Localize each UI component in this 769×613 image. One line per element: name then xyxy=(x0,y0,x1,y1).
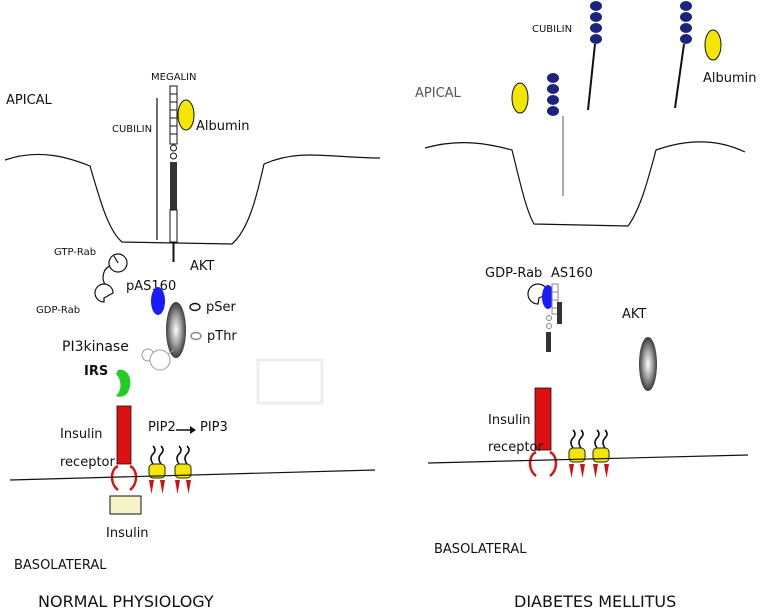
apical-label: APICAL xyxy=(6,93,53,108)
lipid-dm-2 xyxy=(592,429,610,479)
albumin-molecule-dm-1 xyxy=(511,82,529,114)
pthr-icon xyxy=(190,331,202,341)
as160-molecule xyxy=(542,285,554,309)
irs-molecule xyxy=(116,369,131,397)
rab-cycle-arrow xyxy=(102,265,111,287)
cubilin-label: CUBILIN xyxy=(112,124,152,135)
insulin-receptor-label-1: Insulin xyxy=(60,427,103,442)
as160-label: AS160 xyxy=(551,266,593,281)
basolateral-label: BASOLATERAL xyxy=(14,558,107,573)
cubilin-chain-3 xyxy=(547,73,564,196)
lipid-1 xyxy=(148,445,166,495)
insulin-receptor-label-dm-2: receptor xyxy=(488,440,544,455)
akt-label: AKT xyxy=(190,259,214,274)
akt-molecule xyxy=(166,302,186,358)
albumin-molecule xyxy=(177,99,195,131)
caption-normal: NORMAL PHYSIOLOGY xyxy=(38,592,214,611)
cubilin-label-dm: CUBILIN xyxy=(532,24,572,35)
insulin-receptor-binding-site-dm xyxy=(528,450,558,477)
pi3kinase-subunit-large xyxy=(149,349,171,371)
insulin-receptor-label-dm-1: Insulin xyxy=(488,413,531,428)
lipid-2 xyxy=(174,445,192,495)
gdp-rab-icon xyxy=(94,283,114,303)
apical-membrane xyxy=(4,153,381,245)
gdp-rab-label-dm: GDP-Rab xyxy=(485,266,542,281)
caption-diabetes: DIABETES MELLITUS xyxy=(514,592,676,611)
basolateral-membrane-dm xyxy=(427,454,749,464)
pas160-label: pAS160 xyxy=(126,279,176,294)
megalin-label: MEGALIN xyxy=(151,72,197,83)
lipid-dm-1 xyxy=(568,429,586,479)
insulin-receptor-dm xyxy=(534,387,552,451)
insulin-label: Insulin xyxy=(106,526,149,541)
insulin-receptor-label-2: receptor xyxy=(60,455,116,470)
insulin-receptor-binding-site xyxy=(110,464,138,491)
gdp-rab-label: GDP-Rab xyxy=(36,305,80,316)
irs-label: IRS xyxy=(84,364,108,379)
pip2-label: PIP2 xyxy=(148,420,176,435)
pser-label: pSer xyxy=(206,300,237,315)
basolateral-label-dm: BASOLATERAL xyxy=(434,542,527,557)
megalin-receptor xyxy=(169,85,178,262)
panel-normal: APICAL CUBILIN MEGALIN Albumin AKT GTP-R… xyxy=(4,72,381,611)
faint-box xyxy=(256,358,324,405)
apical-membrane-dm xyxy=(424,141,746,227)
albumin-molecule-dm-2 xyxy=(704,29,722,61)
panel-diabetes: CUBILIN Albumin APICAL xyxy=(415,1,757,611)
cubilin-chain-1 xyxy=(587,1,602,111)
pthr-label: pThr xyxy=(207,329,237,344)
pas160-molecule xyxy=(151,287,165,315)
apical-label-dm: APICAL xyxy=(415,86,462,101)
insulin-receptor xyxy=(116,405,132,465)
pip3-label: PIP3 xyxy=(200,420,228,435)
cubilin-chain-2 xyxy=(674,1,692,109)
akt-label-dm: AKT xyxy=(622,307,646,322)
basolateral-membrane xyxy=(9,469,376,481)
pi3kinase-label: PI3kinase xyxy=(62,339,129,355)
albumin-label-dm: Albumin xyxy=(703,71,757,86)
pser-icon xyxy=(189,302,201,312)
megalin-fragment-dm xyxy=(546,283,562,352)
albumin-label: Albumin xyxy=(196,119,250,134)
akt-molecule-dm xyxy=(639,337,657,391)
insulin-molecule xyxy=(109,495,142,515)
gtp-rab-label: GTP-Rab xyxy=(54,247,96,258)
